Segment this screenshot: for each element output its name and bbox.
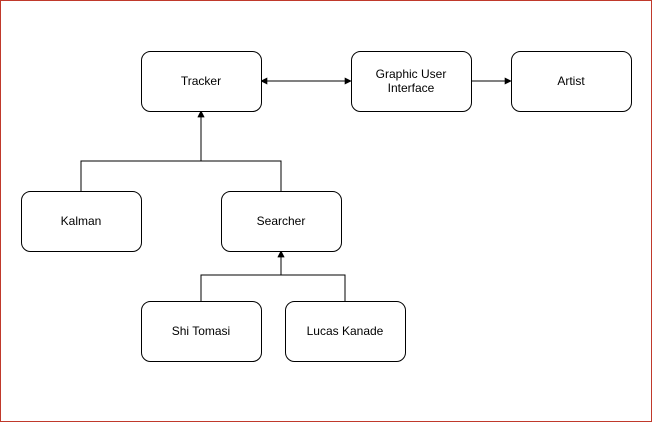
node-kalman[interactable]: Kalman (21, 191, 142, 252)
node-searcher[interactable]: Searcher (221, 191, 342, 252)
node-box-gui[interactable] (351, 51, 472, 112)
edge-searcher-tracker (197, 110, 282, 191)
node-box-shi-tomasi[interactable] (141, 301, 262, 362)
node-label-kalman: Kalman (61, 214, 102, 228)
node-box-lucas-kanade[interactable] (285, 301, 406, 362)
node-lucas-kanade[interactable]: Lucas Kanade (285, 301, 406, 362)
edge-shi-tomasi-searcher (200, 250, 285, 301)
node-label-gui: Graphic User (376, 67, 447, 81)
node-box-searcher[interactable] (221, 191, 342, 252)
edge-lucas-kanade-searcher (277, 250, 346, 301)
node-box-kalman[interactable] (21, 191, 142, 252)
node-box-tracker[interactable] (141, 51, 262, 112)
node-label-lucas-kanade: Lucas Kanade (307, 324, 384, 338)
edge-kalman-tracker (80, 110, 205, 191)
node-box-artist[interactable] (511, 51, 632, 112)
node-shi-tomasi[interactable]: Shi Tomasi (141, 301, 262, 362)
node-tracker[interactable]: Tracker (141, 51, 262, 112)
node-label-gui: Interface (388, 81, 435, 95)
node-label-artist: Artist (557, 74, 585, 88)
node-artist[interactable]: Artist (511, 51, 632, 112)
node-label-shi-tomasi: Shi Tomasi (172, 324, 230, 338)
edges-layer (80, 77, 512, 301)
node-label-searcher: Searcher (257, 214, 306, 228)
node-label-tracker: Tracker (181, 74, 221, 88)
